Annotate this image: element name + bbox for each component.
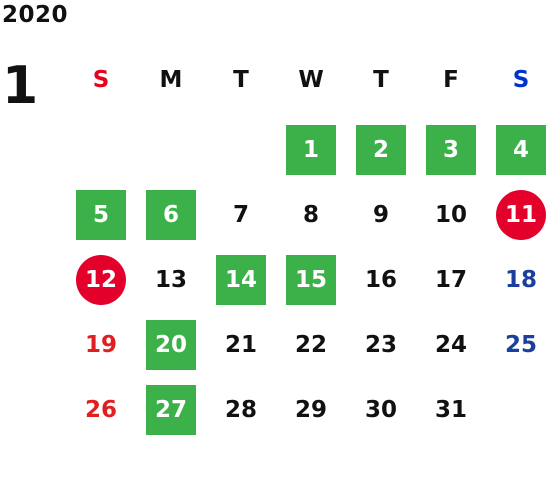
month-label: 1: [2, 56, 39, 116]
day-cell-24: 24: [434, 332, 467, 358]
year-label: 2020: [2, 2, 69, 28]
day-cell-5: 5: [76, 190, 126, 240]
day-cell-17: 17: [434, 267, 467, 293]
day-cell-9: 9: [372, 202, 389, 228]
day-cell-12: 12: [76, 255, 126, 305]
weekday-header-1: M: [159, 67, 183, 93]
day-cell-3: 3: [426, 125, 476, 175]
day-cell-11: 11: [496, 190, 546, 240]
day-cell-23: 23: [364, 332, 397, 358]
day-cell-10: 10: [434, 202, 467, 228]
day-cell-28: 28: [224, 397, 257, 423]
weekday-header-2: T: [233, 67, 249, 93]
day-cell-30: 30: [364, 397, 397, 423]
day-cell-8: 8: [302, 202, 319, 228]
day-cell-22: 22: [294, 332, 327, 358]
day-cell-31: 31: [434, 397, 467, 423]
weekday-header-0: S: [92, 67, 110, 93]
day-cell-15: 15: [286, 255, 336, 305]
day-cell-7: 7: [232, 202, 249, 228]
day-cell-20: 20: [146, 320, 196, 370]
day-cell-14: 14: [216, 255, 266, 305]
day-cell-29: 29: [294, 397, 327, 423]
day-cell-2: 2: [356, 125, 406, 175]
weekday-header-5: F: [443, 67, 459, 93]
day-cell-16: 16: [364, 267, 397, 293]
day-cell-25: 25: [504, 332, 537, 358]
day-cell-19: 19: [84, 332, 117, 358]
weekday-header-4: T: [373, 67, 389, 93]
day-cell-18: 18: [504, 267, 537, 293]
day-cell-4: 4: [496, 125, 546, 175]
weekday-header-3: W: [298, 67, 324, 93]
weekday-header-6: S: [512, 67, 530, 93]
day-cell-21: 21: [224, 332, 257, 358]
day-cell-13: 13: [154, 267, 187, 293]
day-cell-6: 6: [146, 190, 196, 240]
day-cell-27: 27: [146, 385, 196, 435]
day-cell-26: 26: [84, 397, 117, 423]
day-cell-1: 1: [286, 125, 336, 175]
